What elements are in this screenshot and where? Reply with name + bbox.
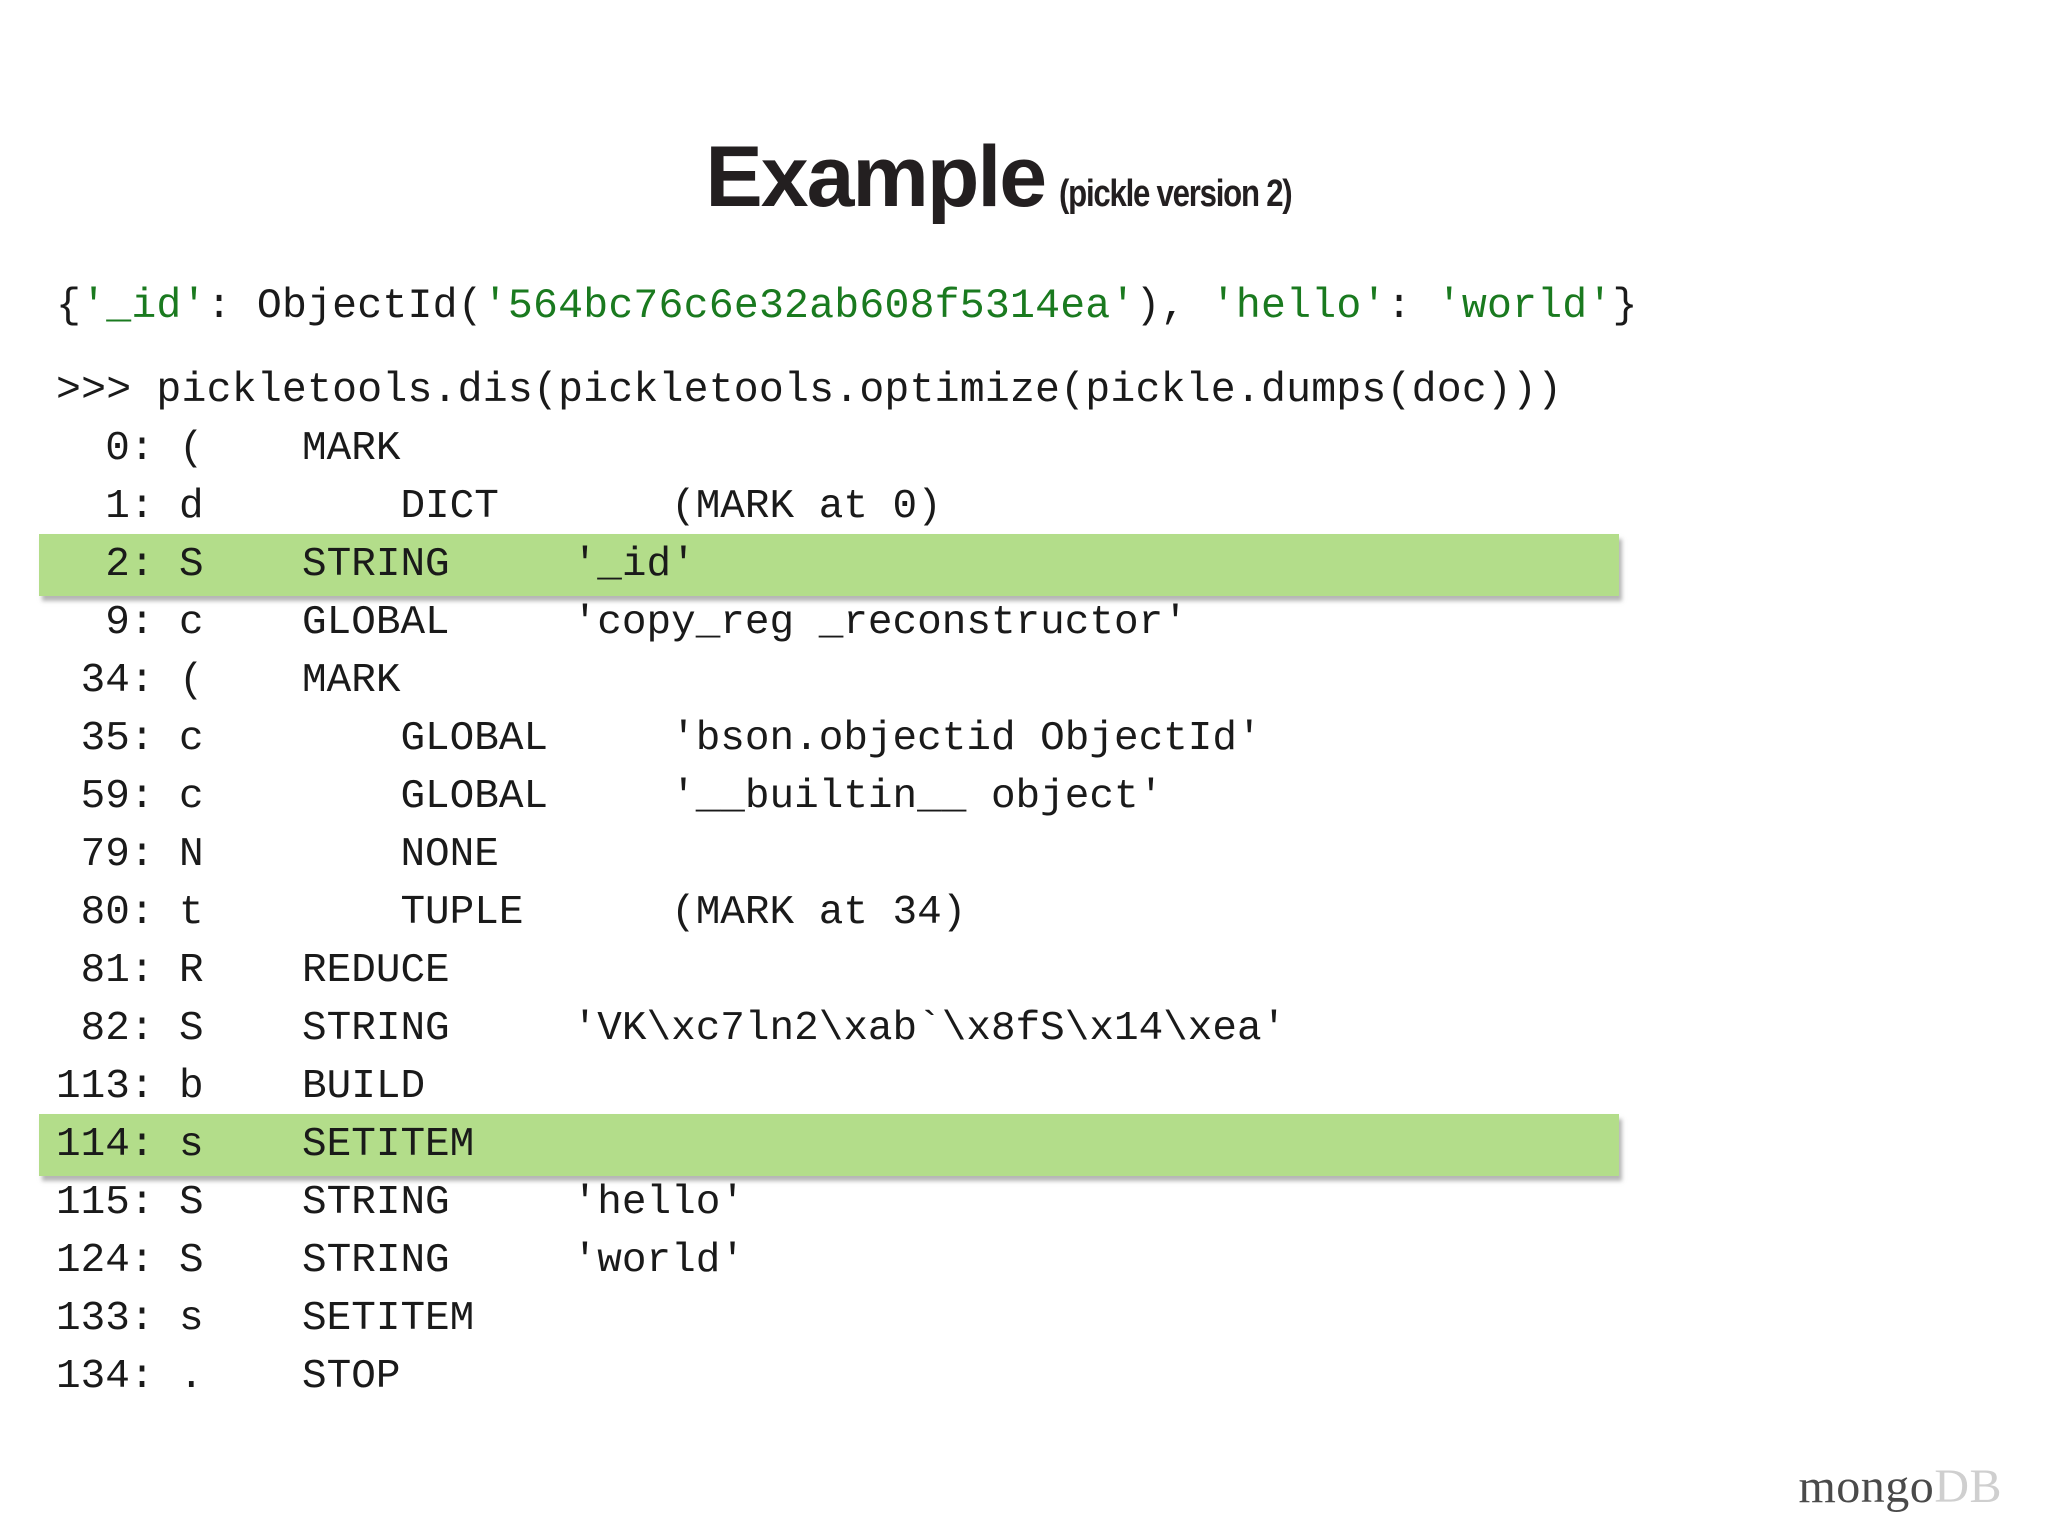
doc-objectid-call: ObjectId(	[256, 283, 483, 330]
doc-value-world: 'world'	[1436, 283, 1613, 330]
listing-row: 82: S STRING 'VK\xc7ln2\xab`\x8fS\x14\xe…	[0, 1000, 2048, 1058]
doc-close-brace: }	[1612, 283, 1638, 330]
doc-key-id: '_id'	[81, 283, 207, 330]
listing-row-text: 115: S STRING 'hello'	[56, 1180, 745, 1226]
mongodb-logo-mongo: mongo	[1798, 1460, 1935, 1513]
listing-row-text: 35: c GLOBAL 'bson.objectid ObjectId'	[56, 716, 1262, 762]
listing-row-text: 82: S STRING 'VK\xc7ln2\xab`\x8fS\x14\xe…	[56, 1006, 1287, 1052]
doc-key-hello: 'hello'	[1210, 283, 1387, 330]
listing-row: 1: d DICT (MARK at 0)	[0, 478, 2048, 536]
listing-row: 9: c GLOBAL 'copy_reg _reconstructor'	[0, 594, 2048, 652]
listing-row: 81: R REDUCE	[0, 942, 2048, 1000]
doc-colon-2: :	[1386, 283, 1437, 330]
listing-row: 134: . STOP	[0, 1348, 2048, 1406]
page-title-main: Example	[705, 129, 1047, 225]
doc-close-paren: ),	[1135, 283, 1211, 330]
listing-row-text: 79: N NONE	[56, 832, 499, 878]
code-spacer	[0, 336, 2048, 362]
page-title-subtitle: (pickle version 2)	[1059, 173, 1293, 215]
code-block: {'_id': ObjectId('564bc76c6e32ab608f5314…	[0, 278, 2048, 1406]
listing-row: 124: S STRING 'world'	[0, 1232, 2048, 1290]
listing-row: 113: b BUILD	[0, 1058, 2048, 1116]
listing-row-text: 134: . STOP	[56, 1354, 401, 1400]
listing-row: 115: S STRING 'hello'	[0, 1174, 2048, 1232]
doc-oid-value: '564bc76c6e32ab608f5314ea'	[482, 283, 1136, 330]
listing-row-text: 34: ( MARK	[56, 658, 401, 704]
listing-row-text: 133: s SETITEM	[56, 1296, 475, 1342]
listing-row-text: 124: S STRING 'world'	[56, 1238, 745, 1284]
listing-row: 80: t TUPLE (MARK at 34)	[0, 884, 2048, 942]
repl-prompt-line: >>> pickletools.dis(pickletools.optimize…	[56, 367, 1563, 414]
listing-row-text: 59: c GLOBAL '__builtin__ object'	[56, 774, 1164, 820]
listing-row-text: 9: c GLOBAL 'copy_reg _reconstructor'	[56, 600, 1188, 646]
doc-colon-1: :	[206, 283, 257, 330]
listing-row: 2: S STRING '_id'	[0, 534, 2048, 596]
document-repr-line: {'_id': ObjectId('564bc76c6e32ab608f5314…	[0, 278, 2048, 336]
doc-open-brace: {	[56, 283, 82, 330]
listing-row: 35: c GLOBAL 'bson.objectid ObjectId'	[0, 710, 2048, 768]
mongodb-logo-db: DB	[1934, 1460, 2002, 1513]
listing-row-text: 0: ( MARK	[56, 426, 401, 472]
listing-row: 79: N NONE	[0, 826, 2048, 884]
listing-row-text: 113: b BUILD	[56, 1064, 426, 1110]
listing-row-text: 2: S STRING '_id'	[56, 542, 696, 588]
listing-row: 59: c GLOBAL '__builtin__ object'	[0, 768, 2048, 826]
mongodb-logo: mongoDB	[1798, 1459, 2002, 1514]
listing-row-text: 81: R REDUCE	[56, 948, 450, 994]
listing-row: 133: s SETITEM	[0, 1290, 2048, 1348]
page-title: Example (pickle version 2)	[0, 128, 2048, 227]
listing-row-text: 80: t TUPLE (MARK at 34)	[56, 890, 967, 936]
pickle-disassembly-listing: 0: ( MARK 1: d DICT (MARK at 0) 2: S STR…	[0, 420, 2048, 1406]
listing-row: 114: s SETITEM	[0, 1114, 2048, 1176]
listing-row-text: 114: s SETITEM	[56, 1122, 475, 1168]
listing-row: 0: ( MARK	[0, 420, 2048, 478]
listing-row: 34: ( MARK	[0, 652, 2048, 710]
listing-row-text: 1: d DICT (MARK at 0)	[56, 484, 942, 530]
